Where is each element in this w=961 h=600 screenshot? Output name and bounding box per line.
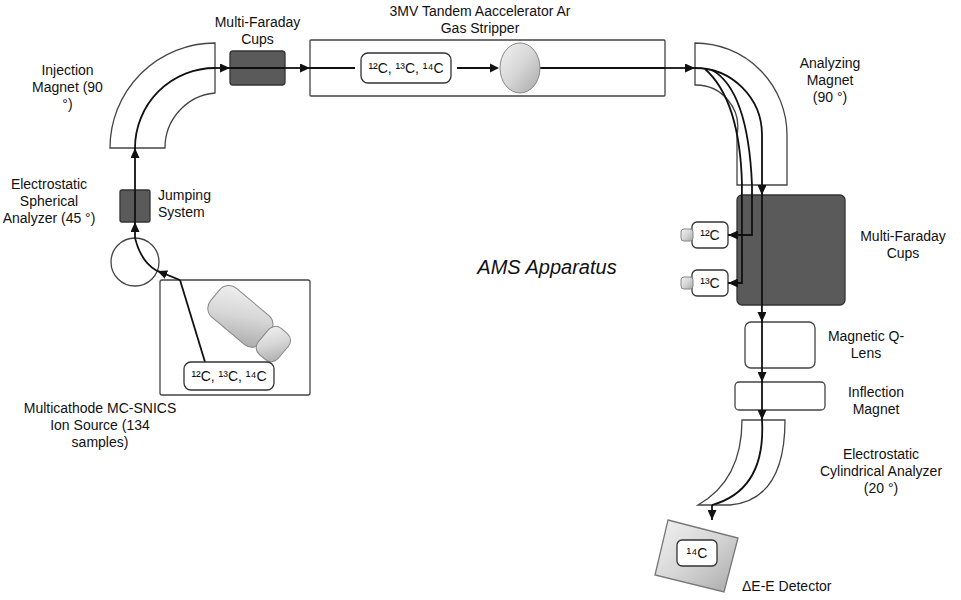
node-text: ¹²C, ¹³C, ¹⁴C xyxy=(191,368,266,384)
beam-arrow xyxy=(157,271,180,280)
cylindrical-analyzer: Electrostatic Cylindrical Analyzer (20 °… xyxy=(695,420,790,505)
node-text: Analyzing Magnet (90 °) xyxy=(800,55,861,105)
node-label: Inflection Magnet xyxy=(830,384,922,418)
node-label: Multi-Faraday Cups xyxy=(205,14,310,48)
stripper-and-beam xyxy=(310,43,665,93)
beam-path xyxy=(712,420,762,505)
node-text: ¹³C xyxy=(700,275,719,291)
caption-text: AMS Apparatus xyxy=(462,256,632,279)
beam-arrow xyxy=(711,505,713,520)
cup-tag: ¹²C xyxy=(692,222,728,248)
analyzing-magnet-outline xyxy=(695,43,787,185)
node-label: Injection Magnet (90 °) xyxy=(30,62,105,113)
node-text: ¹²C xyxy=(700,227,719,243)
faraday-cups-outline xyxy=(230,51,285,85)
beam-arrow xyxy=(728,185,752,235)
cup-knob xyxy=(681,229,693,241)
quadrupole-lens: Magnetic Q-Lens xyxy=(745,322,815,368)
node-text: 3MV Tandem Aaccelerator Ar Gas Stripper xyxy=(389,3,570,36)
node-label: Electrostatic Spherical Analyzer (45 °) xyxy=(0,176,98,227)
beam-arrow xyxy=(134,148,136,190)
beam-path xyxy=(762,382,763,410)
node-text: Electrostatic Cylindrical Analyzer (20 °… xyxy=(820,446,942,496)
cylindrical-analyzer-outline xyxy=(698,420,785,505)
isotope-tag-outline xyxy=(184,362,274,390)
node-text: Multi-Faraday Cups xyxy=(860,228,946,261)
node-label: Magnetic Q-Lens xyxy=(826,328,906,362)
injection-magnet: Injection Magnet (90 °) xyxy=(110,43,215,148)
node-label: Analyzing Magnet (90 °) xyxy=(795,55,865,106)
beam-path xyxy=(135,68,215,148)
cup-knob xyxy=(681,277,693,289)
beam-path xyxy=(762,195,763,305)
node-text: ΔE-E Detector xyxy=(742,578,832,594)
beam-arrow xyxy=(215,67,230,69)
faraday-cups: Multi-Faraday Cups xyxy=(230,51,285,85)
node-text: Jumping System xyxy=(158,187,211,220)
beam-arrow xyxy=(761,368,763,382)
node-text: Multi-Faraday Cups xyxy=(215,14,301,47)
node-label: Multi-Faraday Cups xyxy=(853,228,953,262)
node-text: Electrostatic Spherical Analyzer (45 °) xyxy=(3,176,96,226)
cup-tag-outline xyxy=(692,222,728,248)
beam-arrow xyxy=(761,305,763,322)
node-label: ΔE-E Detector xyxy=(742,578,852,595)
beam-path xyxy=(230,68,285,69)
beam-arrow xyxy=(728,185,742,283)
isotope-tag: ¹²C, ¹³C, ¹⁴C xyxy=(361,53,451,83)
node-label: Multicathode MC-SNICS Ion Source (134 sa… xyxy=(20,400,180,451)
beam-path xyxy=(762,322,763,368)
faraday-cups: Multi-Faraday Cups xyxy=(737,195,845,305)
node-text: ¹²C, ¹³C, ¹⁴C xyxy=(368,60,443,76)
ion-source-body xyxy=(180,280,296,367)
node-text: Injection Magnet (90 °) xyxy=(32,62,103,112)
node-text: Magnetic Q-Lens xyxy=(828,328,904,361)
node-text: Multicathode MC-SNICS Ion Source (134 sa… xyxy=(24,400,177,450)
inflection-magnet-outline xyxy=(735,382,825,410)
isotope-tag-outline xyxy=(677,540,717,566)
analyzing-magnet: Analyzing Magnet (90 °) xyxy=(695,43,787,185)
detector: ΔE-E Detector¹⁴C xyxy=(655,520,738,592)
inflection-magnet: Inflection Magnet xyxy=(735,382,825,410)
ion-source-housing-outline xyxy=(160,280,310,395)
isotope-tag-outline xyxy=(361,53,451,83)
node-label: 3MV Tandem Aaccelerator Ar Gas Stripper xyxy=(388,3,572,37)
beam-arrow xyxy=(761,410,763,420)
jumping-system-outline xyxy=(120,190,150,222)
node-text: ¹⁴C xyxy=(687,545,708,561)
node-text: Inflection Magnet xyxy=(848,384,904,417)
spherical-analyzer: Electrostatic Spherical Analyzer (45 °) xyxy=(111,238,159,286)
ion-source-housing: Multicathode MC-SNICS Ion Source (134 sa… xyxy=(160,280,310,395)
beam-arrow xyxy=(761,185,763,195)
diagram-label: AMS Apparatus xyxy=(462,256,632,279)
beam-path xyxy=(135,238,157,271)
spherical-analyzer-outline xyxy=(111,238,159,286)
node-label: Jumping System xyxy=(158,187,228,221)
tandem-accelerator: 3MV Tandem Aaccelerator Ar Gas Stripper¹… xyxy=(310,40,665,96)
faraday-cups-outline xyxy=(737,195,845,305)
beam-path xyxy=(695,68,762,185)
jumping-system: Jumping System xyxy=(120,190,150,222)
isotope-tag: ¹⁴C xyxy=(677,540,717,566)
beam-arrow xyxy=(134,222,136,238)
quadrupole-lens-outline xyxy=(745,322,815,368)
cup-tag: ¹³C xyxy=(692,270,728,296)
cup-tag-outline xyxy=(692,270,728,296)
node-label: Electrostatic Cylindrical Analyzer (20 °… xyxy=(812,446,950,497)
beam-arrow xyxy=(285,67,310,69)
beam-arrow xyxy=(665,67,695,69)
isotope-tag: ¹²C, ¹³C, ¹⁴C xyxy=(184,362,274,390)
beam-path xyxy=(135,190,136,222)
detector-outline xyxy=(655,520,738,592)
injection-magnet-outline xyxy=(110,43,215,148)
tandem-accelerator-outline xyxy=(310,40,665,96)
